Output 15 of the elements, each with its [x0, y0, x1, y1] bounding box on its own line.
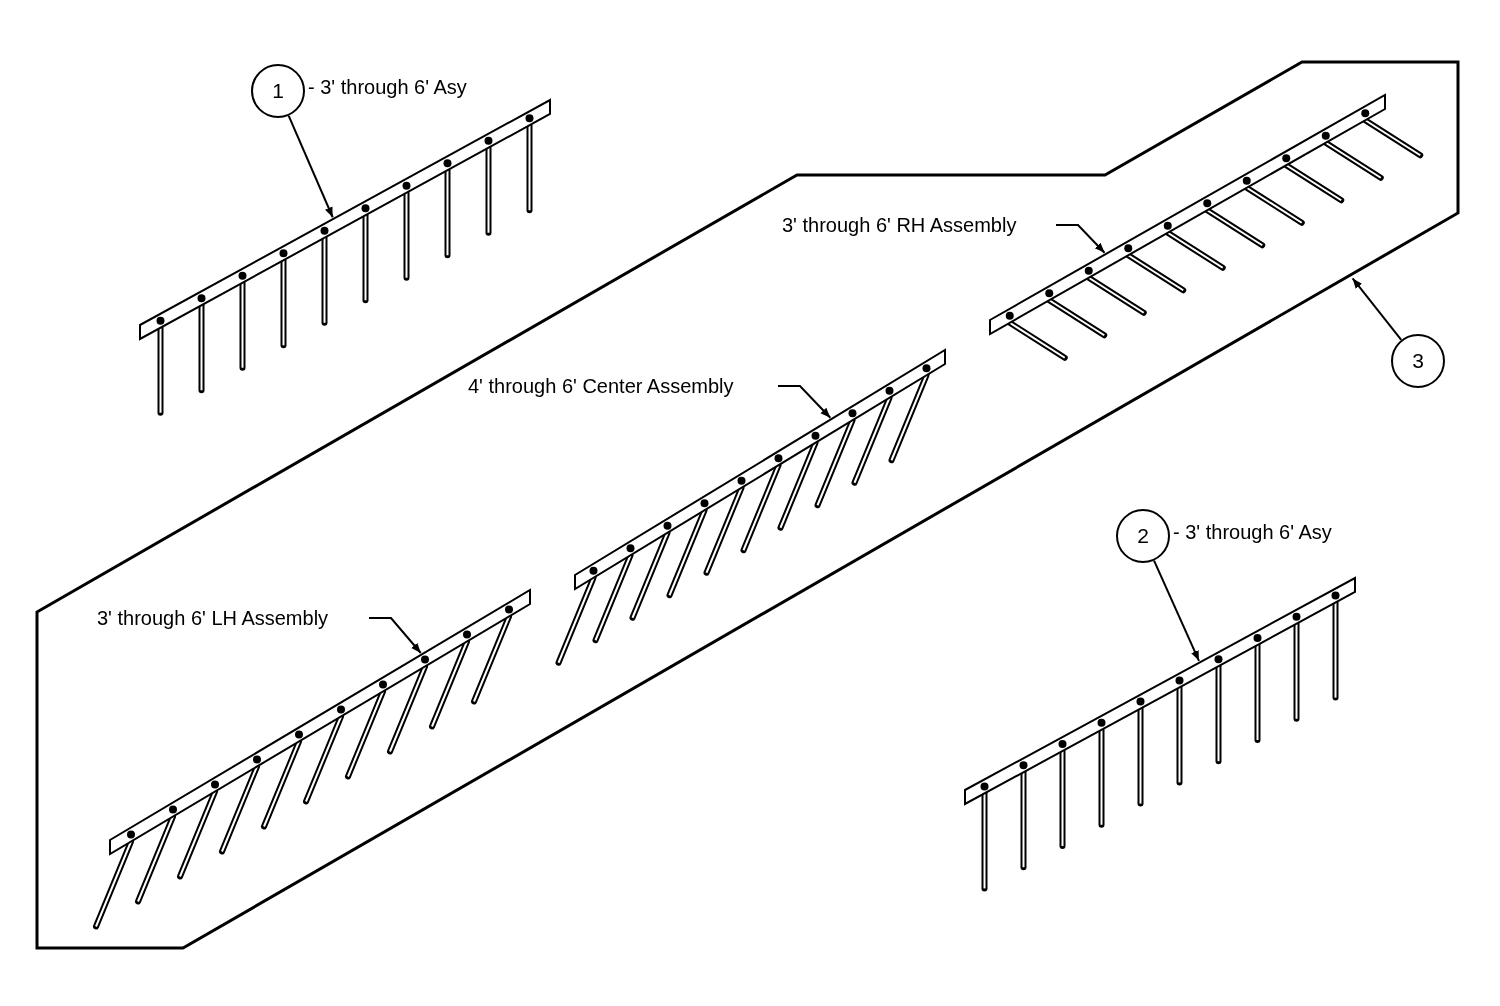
assembly-group-outline	[37, 62, 1458, 950]
leader-line	[1153, 559, 1200, 662]
part-label: 3' through 6' LH Assembly	[97, 603, 367, 633]
callout-number: 1	[251, 64, 305, 118]
part-description: - 3' through 6' Asy	[1173, 521, 1332, 544]
callout-number: 3	[1391, 334, 1445, 388]
part-label: 4' through 6' Center Assembly	[468, 371, 776, 401]
part-description: - 3' through 6' Asy	[308, 76, 467, 99]
leader-line	[368, 617, 422, 654]
leader-line	[1055, 224, 1106, 254]
leader-line	[777, 385, 832, 419]
leader-line	[1351, 277, 1403, 341]
leader-line	[287, 114, 334, 219]
part-label: 3' through 6' RH Assembly	[782, 210, 1054, 240]
callout-number: 2	[1116, 509, 1170, 563]
